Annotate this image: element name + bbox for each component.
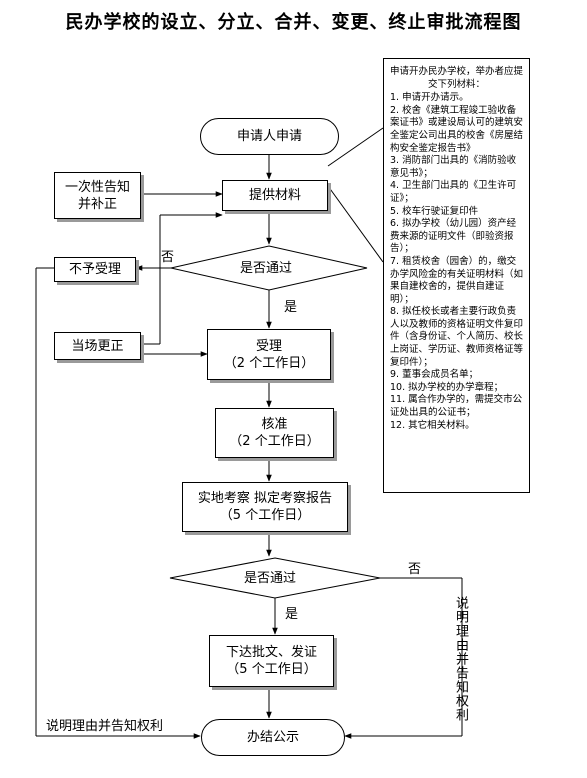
materials-header: 申请开办民办学校，举办者应提交下列材料： [390, 66, 524, 90]
materials-item: 2. 校舍《建筑工程竣工验收备案证书》或建设局认可的建筑安全鉴定公司出具的校舍《… [390, 104, 524, 154]
no-label-1: 否 [161, 250, 175, 265]
decision-2-label: 是否通过 [244, 571, 297, 586]
issue-node: 下达批文、发证 （5 个工作日） [209, 635, 334, 687]
materials-item: 3. 消防部门出具的《消防验收意见书》； [390, 155, 517, 179]
yes-label-2: 是 [285, 607, 299, 622]
explain-right-label: 说明理由并告知权利 [453, 596, 468, 722]
materials-item: 10. 拟办学校的办学章程； [390, 381, 504, 393]
materials-item: 1. 申请开办请示。 [390, 92, 469, 104]
materials-item: 7. 租赁校舍（园舍）的，缴交办学风险金的有关证明材料（如果自建校舍的，提供自建… [390, 255, 524, 305]
materials-item: 12. 其它相关材料。 [390, 419, 475, 431]
decision-1-label: 是否通过 [240, 261, 293, 276]
accept-node: 受理 （2 个工作日） [207, 329, 331, 380]
materials-item: 9. 董事会成员名单； [390, 369, 479, 381]
materials-list: 申请开办民办学校，举办者应提交下列材料： 1. 申请开办请示。 2. 校舍《建筑… [383, 58, 530, 493]
approve-node: 核准 （2 个工作日） [215, 408, 334, 458]
explain-bottom-label: 说明理由并告知权利 [46, 719, 164, 734]
finish-node: 办结公示 [201, 719, 345, 756]
apply-node: 申请人申请 [200, 118, 339, 155]
materials-item: 11. 属合作办学的，需提交市公证处出具的公证书； [390, 394, 523, 419]
materials-item: 5. 校车行驶证复印件 [390, 205, 479, 217]
notify-once-node: 一次性告知 并补正 [54, 172, 141, 219]
materials-item: 8. 拟任校长或者主要行政负责人以及教师的资格证明文件复印件（含身份证、个人简历… [390, 306, 524, 368]
yes-label-1: 是 [284, 300, 298, 315]
provide-materials-node: 提供材料 [222, 180, 328, 211]
no-label-2: 否 [408, 562, 422, 577]
page-title: 民办学校的设立、分立、合并、变更、终止审批流程图 [65, 12, 522, 33]
materials-item: 4. 卫生部门出具的《卫生许可证》； [390, 180, 517, 204]
reject-node: 不予受理 [54, 257, 136, 282]
inspect-node: 实地考察 拟定考察报告 （5 个工作日） [182, 482, 348, 532]
materials-item: 6. 拟办学校（幼儿园）资产经费来源的证明文件（即验资报告）； [390, 218, 517, 255]
onsite-fix-node: 当场更正 [54, 332, 141, 360]
